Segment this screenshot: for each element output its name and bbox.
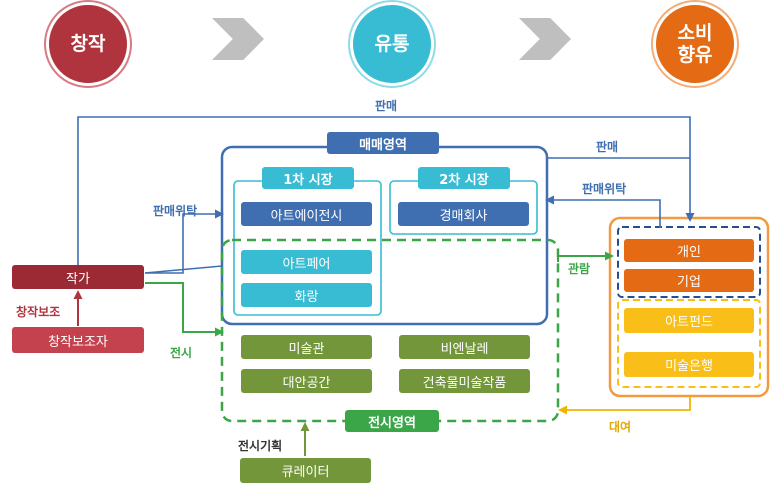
art-fair-label: 아트페어 [282,256,331,272]
individual-label: 개인 [677,245,701,260]
secondary-market-label: 2차 시장 [439,172,489,188]
artist-box: 작가 [12,265,144,289]
consumption-stage-label-2: 향유 [677,44,713,66]
art-bank-label: 미술은행 [665,359,713,374]
artist-label: 작가 [66,271,90,287]
alternative-space-box: 대안공간 [241,369,372,393]
museum-label: 미술관 [288,341,325,357]
exhibition-arrow [145,282,224,337]
viewing-label: 관람 [568,262,591,276]
consumption-stage-label-1: 소비 [677,22,713,44]
consign-left-arrow [145,209,224,274]
distribution-stage-circle: 유통 [350,2,434,86]
individual-box: 개인 [624,239,754,262]
gallery-box: 화랑 [241,283,372,307]
lending-label: 대여 [609,420,632,434]
corporation-box: 기업 [624,269,754,292]
exhibition-flow-label: 전시 [170,346,193,360]
art-fund-box: 아트펀드 [624,308,754,333]
art-agency-box: 아트에이전시 [241,202,372,226]
exhibition-planning-label: 전시기획 [238,439,283,453]
artist-trade-line [144,265,223,274]
creation-stage-label: 창작 [70,33,106,55]
creation-stage-circle: 창작 [46,2,130,86]
art-fund-label: 아트펀드 [665,315,713,330]
exhibition-area-header: 전시영역 [345,410,439,432]
consign-left-label: 판매위탁 [153,204,198,218]
corporation-label: 기업 [677,275,701,290]
art-agency-label: 아트에이전시 [270,208,343,224]
gallery-label: 화랑 [294,289,319,305]
creation-support-label: 창작보조 [16,305,61,319]
buyer-group-frame [617,226,761,298]
trade-area-header: 매매영역 [327,132,439,154]
lender-group-frame [617,299,761,388]
trade-area-label: 매매영역 [359,137,407,153]
sale-top-arrow [77,116,695,265]
primary-market-label: 1차 시장 [283,172,333,188]
alternative-space-label: 대안공간 [282,375,331,391]
architecture-art-label: 건축물미술작품 [422,375,507,391]
secondary-market-header: 2차 시장 [418,167,510,189]
curator-label: 큐레이터 [281,465,330,480]
distribution-stage-label: 유통 [374,33,410,55]
auction-house-label: 경매회사 [439,208,488,224]
art-fair-box: 아트페어 [241,250,372,274]
consign-right-label: 판매위탁 [582,182,627,196]
auction-house-box: 경매회사 [398,202,529,226]
sale-right-label: 판매 [596,140,619,154]
creation-supporter-box: 창작보조자 [12,327,144,353]
exhibition-area-label: 전시영역 [368,415,416,431]
lending-arrow [558,396,691,415]
architecture-art-box: 건축물미술작품 [399,369,530,393]
primary-market-header: 1차 시장 [262,167,354,189]
creation-supporter-label: 창작보조자 [48,334,108,350]
museum-box: 미술관 [241,335,372,359]
biennale-box: 비엔날레 [399,335,530,359]
sale-top-label: 판매 [375,99,398,113]
consign-right-arrow [545,195,661,228]
curator-box: 큐레이터 [240,458,371,483]
consumption-stage-circle: 소비 향유 [653,2,737,86]
art-bank-box: 미술은행 [624,352,754,377]
biennale-label: 비엔날레 [440,341,489,357]
